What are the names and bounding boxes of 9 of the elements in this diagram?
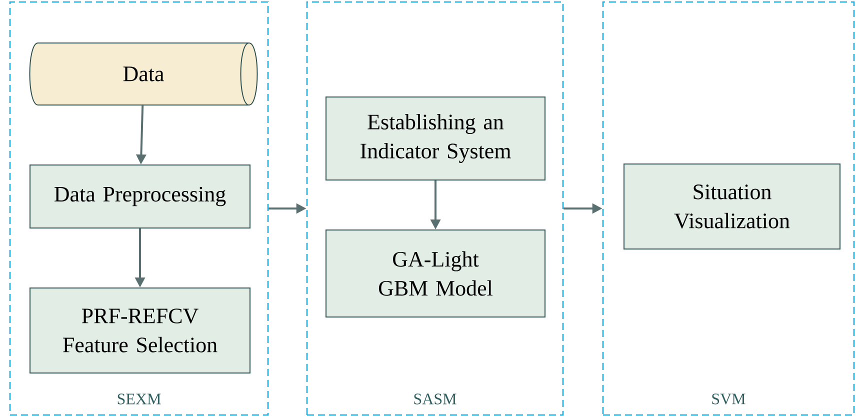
frame-label: SVM xyxy=(712,394,746,404)
process-box: Situation Visualization xyxy=(624,164,840,250)
process-box: PRF-REFCV Feature Selection xyxy=(30,288,250,374)
process-box: Establishing an Indicator System xyxy=(326,96,546,180)
process-box: Data Preprocessing xyxy=(30,164,250,228)
process-box: GA-Light GBM Model xyxy=(326,230,546,318)
frame-label: SEXM xyxy=(118,394,161,404)
data-cylinder: Data xyxy=(29,42,258,106)
frame-label: SASM xyxy=(414,394,456,404)
